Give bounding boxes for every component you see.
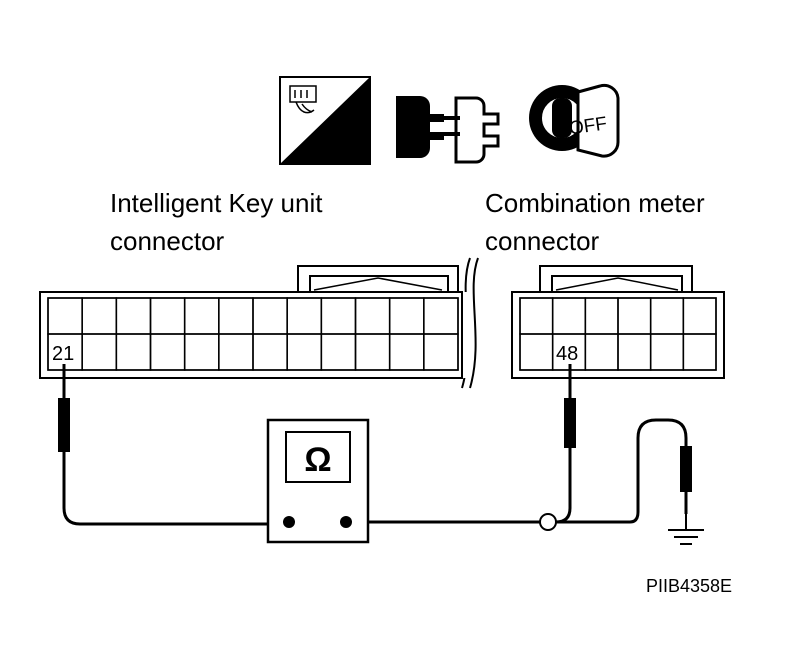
harness-side-icon: H.S. [279,76,371,165]
connector-cavity [584,333,619,371]
connector-cavity [423,297,459,335]
connector-cavity [354,297,391,335]
ignition-off-text: OFF [568,113,609,139]
disconnect-connector-icon [396,96,500,164]
connector-cavity [320,333,357,371]
connector-cavity [682,297,717,335]
connector-cavity [286,333,323,371]
connector-cavity [682,333,717,371]
ohmmeter: Ω [266,418,370,544]
combination-meter-connector: 48 [511,265,725,379]
connector-cavity [218,297,254,335]
meter-negative-terminal [283,516,295,528]
wire-junction [539,513,557,531]
ground-symbol [668,514,704,545]
connector-cavity [617,297,652,335]
probe-wires [62,364,688,526]
meter-positive-terminal [340,516,352,528]
connector-cavity [81,333,118,371]
connector-cavity [252,297,288,335]
right-connector-label-line1: Combination meter [485,188,705,218]
ohm-symbol: Ω [304,441,331,479]
connector-cavity [551,297,587,335]
right-connector-cavities [519,297,717,371]
connector-cavity [320,297,357,335]
harness-side-text: H.S. [327,142,364,163]
left-connector-label-line2: connector [110,226,225,256]
connector-cavity [149,333,186,371]
connector-cavity [183,297,220,335]
pin-48-label: 48 [556,343,578,365]
left-connector-cavities [47,297,459,371]
connector-cavity [519,333,554,371]
connector-cavity [354,333,391,371]
connector-cavity [584,297,619,335]
connector-cavity [252,333,288,371]
figure-code: PIIB4358E [646,576,732,596]
connector-cavity [115,333,152,371]
connector-cavity [218,333,254,371]
left-connector-label-line1: Intelligent Key unit [110,188,323,218]
connector-break-marks [461,257,479,389]
connector-cavity [617,333,652,371]
connector-cavity [115,297,152,335]
connector-cavity [286,297,323,335]
connector-cavity [423,333,459,371]
connector-cavity [649,333,685,371]
connector-cavity [149,297,186,335]
right-connector-label-line2: connector [485,226,600,256]
connector-cavity [388,297,425,335]
intelligent-key-unit-connector: 21 [39,265,463,379]
connector-cavity [81,297,118,335]
connector-cavity [388,333,425,371]
ignition-off-key-icon: OFF [529,83,620,158]
connector-cavity [47,297,83,335]
connector-cavity [519,297,554,335]
connector-cavity [649,297,685,335]
connector-cavity [183,333,220,371]
probe-tips [58,398,692,492]
pin-21-label: 21 [52,343,74,365]
